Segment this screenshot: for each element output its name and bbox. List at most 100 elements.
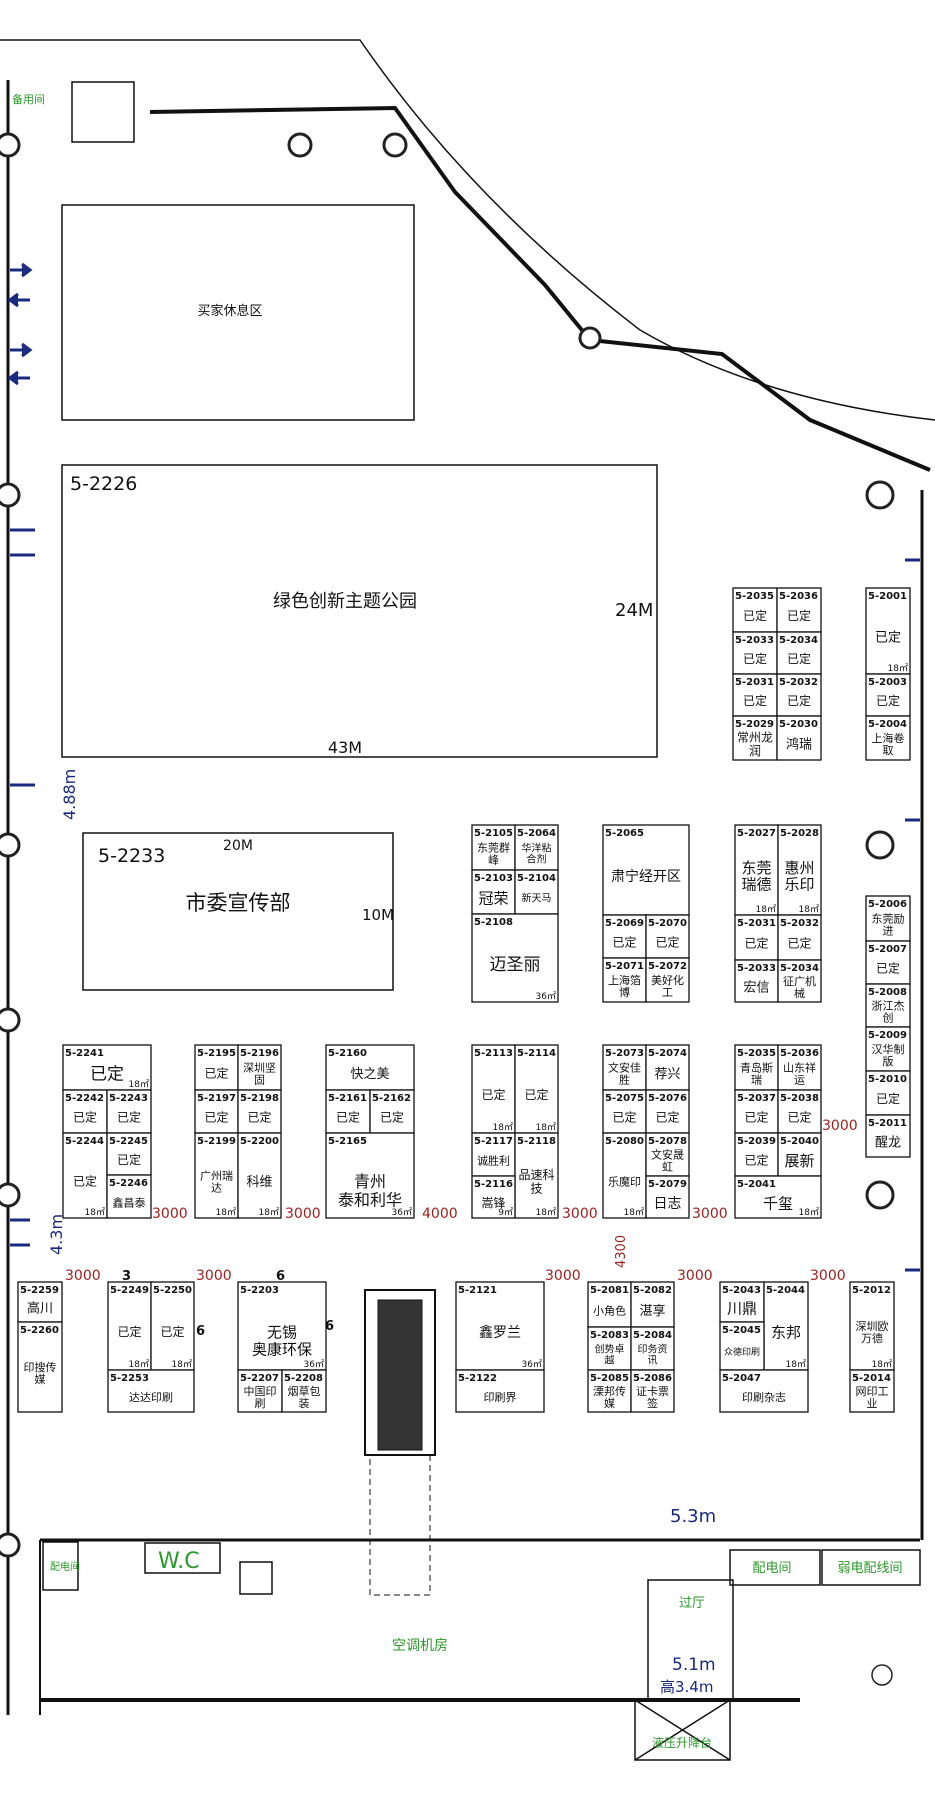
booth-outline: [62, 1089, 108, 1134]
booth-outline: [602, 824, 690, 916]
svg-text:4.88m: 4.88m: [60, 769, 79, 820]
booth-outline: [471, 1132, 516, 1177]
booth-code: 5-2122: [458, 1373, 497, 1384]
booth-outline: [106, 1174, 152, 1219]
park-width: 43M: [328, 738, 362, 757]
booth-code: 5-2079: [648, 1179, 687, 1190]
booth-code: 5-2113: [474, 1048, 513, 1059]
